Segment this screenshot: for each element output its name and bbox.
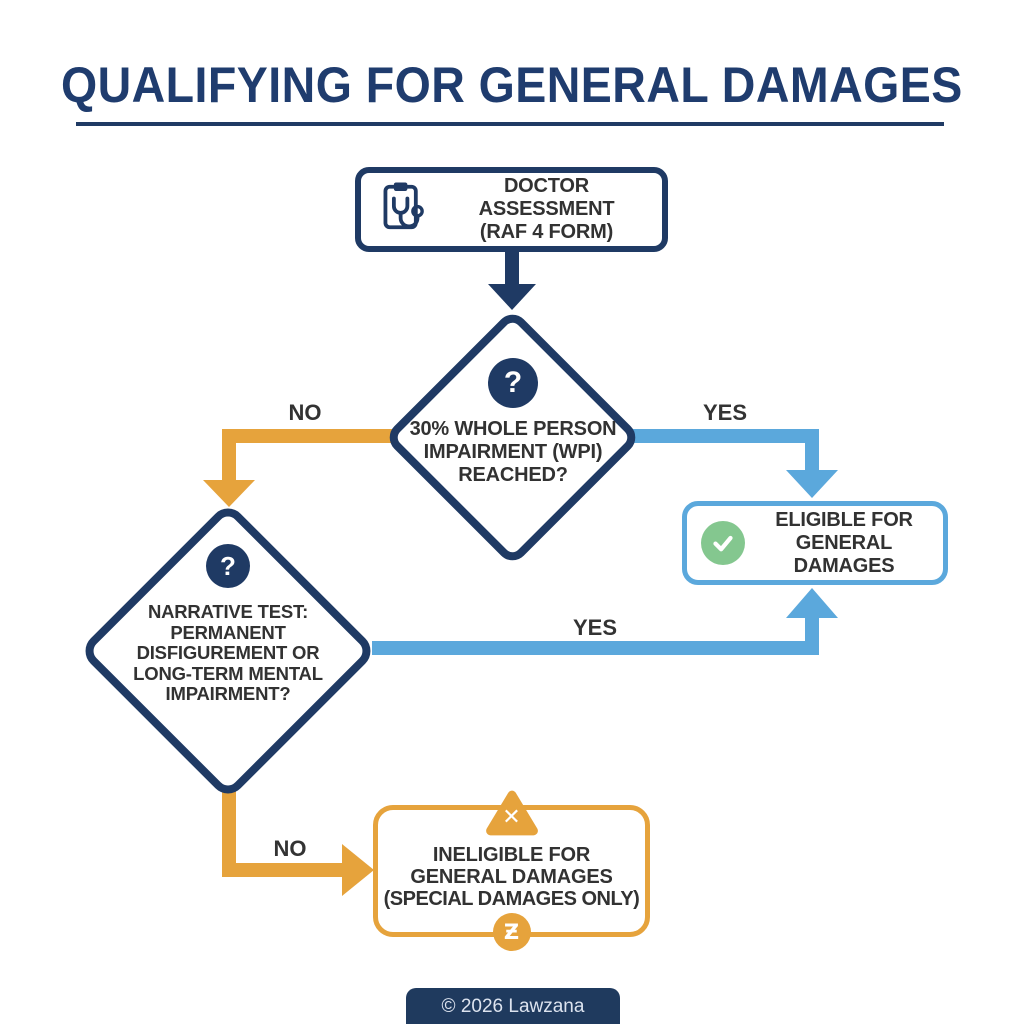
edge-label-no-1: NO xyxy=(288,400,322,425)
arrow-wpi-no-vbar xyxy=(222,429,236,484)
warning-x-glyph: ✕ xyxy=(502,804,521,829)
arrow-narrative-no-vbar xyxy=(222,788,236,877)
arrow-wpi-no-head xyxy=(203,480,255,507)
node-doctor-assessment: DOCTOR ASSESSMENT (RAF 4 FORM) xyxy=(355,167,668,252)
node-ineligible-label: INELIGIBLE FOR GENERAL DAMAGES (SPECIAL … xyxy=(383,844,640,910)
check-circle-icon xyxy=(701,521,745,565)
question-mark-icon: ? xyxy=(488,358,538,408)
arrow-narrative-no-hbar xyxy=(222,863,344,877)
node-eligible: ELIGIBLE FOR GENERAL DAMAGES xyxy=(682,501,948,585)
node-narrative-content: ? NARRATIVE TEST: PERMANENT DISFIGUREMEN… xyxy=(108,544,348,705)
arrow-doctor-to-wpi-stem xyxy=(505,250,519,290)
arrow-wpi-yes-head xyxy=(786,470,838,498)
warning-triangle-icon: ✕ xyxy=(483,788,541,838)
edge-label-yes-2: YES xyxy=(572,615,618,640)
arrow-wpi-no-hbar xyxy=(222,429,402,443)
node-ineligible: ✕ INELIGIBLE FOR GENERAL DAMAGES (SPECIA… xyxy=(373,790,650,951)
question-mark-icon: ? xyxy=(206,544,250,588)
arrow-wpi-yes-vbar xyxy=(805,429,819,474)
edge-label-no-2: NO xyxy=(273,836,307,861)
arrow-doctor-to-wpi-head xyxy=(488,284,536,310)
arrow-narrative-yes-vbar xyxy=(805,616,819,655)
title-underline xyxy=(76,122,944,126)
arrow-wpi-yes-hbar xyxy=(628,429,819,443)
clipboard-stethoscope-icon xyxy=(377,178,431,241)
page-title: QUALIFYING FOR GENERAL DAMAGES xyxy=(61,57,963,113)
arrow-narrative-yes-head xyxy=(786,588,838,618)
arrow-narrative-yes-hbar xyxy=(372,641,819,655)
node-wpi-content: ? 30% WHOLE PERSON IMPAIRMENT (WPI) REAC… xyxy=(400,358,626,487)
edge-label-yes-1: YES xyxy=(702,400,748,425)
node-doctor-label: DOCTOR ASSESSMENT (RAF 4 FORM) xyxy=(478,175,615,243)
arrow-narrative-no-head xyxy=(342,844,374,896)
node-eligible-label: ELIGIBLE FOR GENERAL DAMAGES xyxy=(775,508,913,577)
footer-credit: © 2026 Lawzana xyxy=(406,988,620,1024)
node-wpi-label: 30% WHOLE PERSON IMPAIRMENT (WPI) REACHE… xyxy=(409,418,617,486)
node-narrative-label: NARRATIVE TEST: PERMANENT DISFIGUREMENT … xyxy=(133,601,323,704)
currency-z-icon: Ƶ xyxy=(492,913,531,951)
